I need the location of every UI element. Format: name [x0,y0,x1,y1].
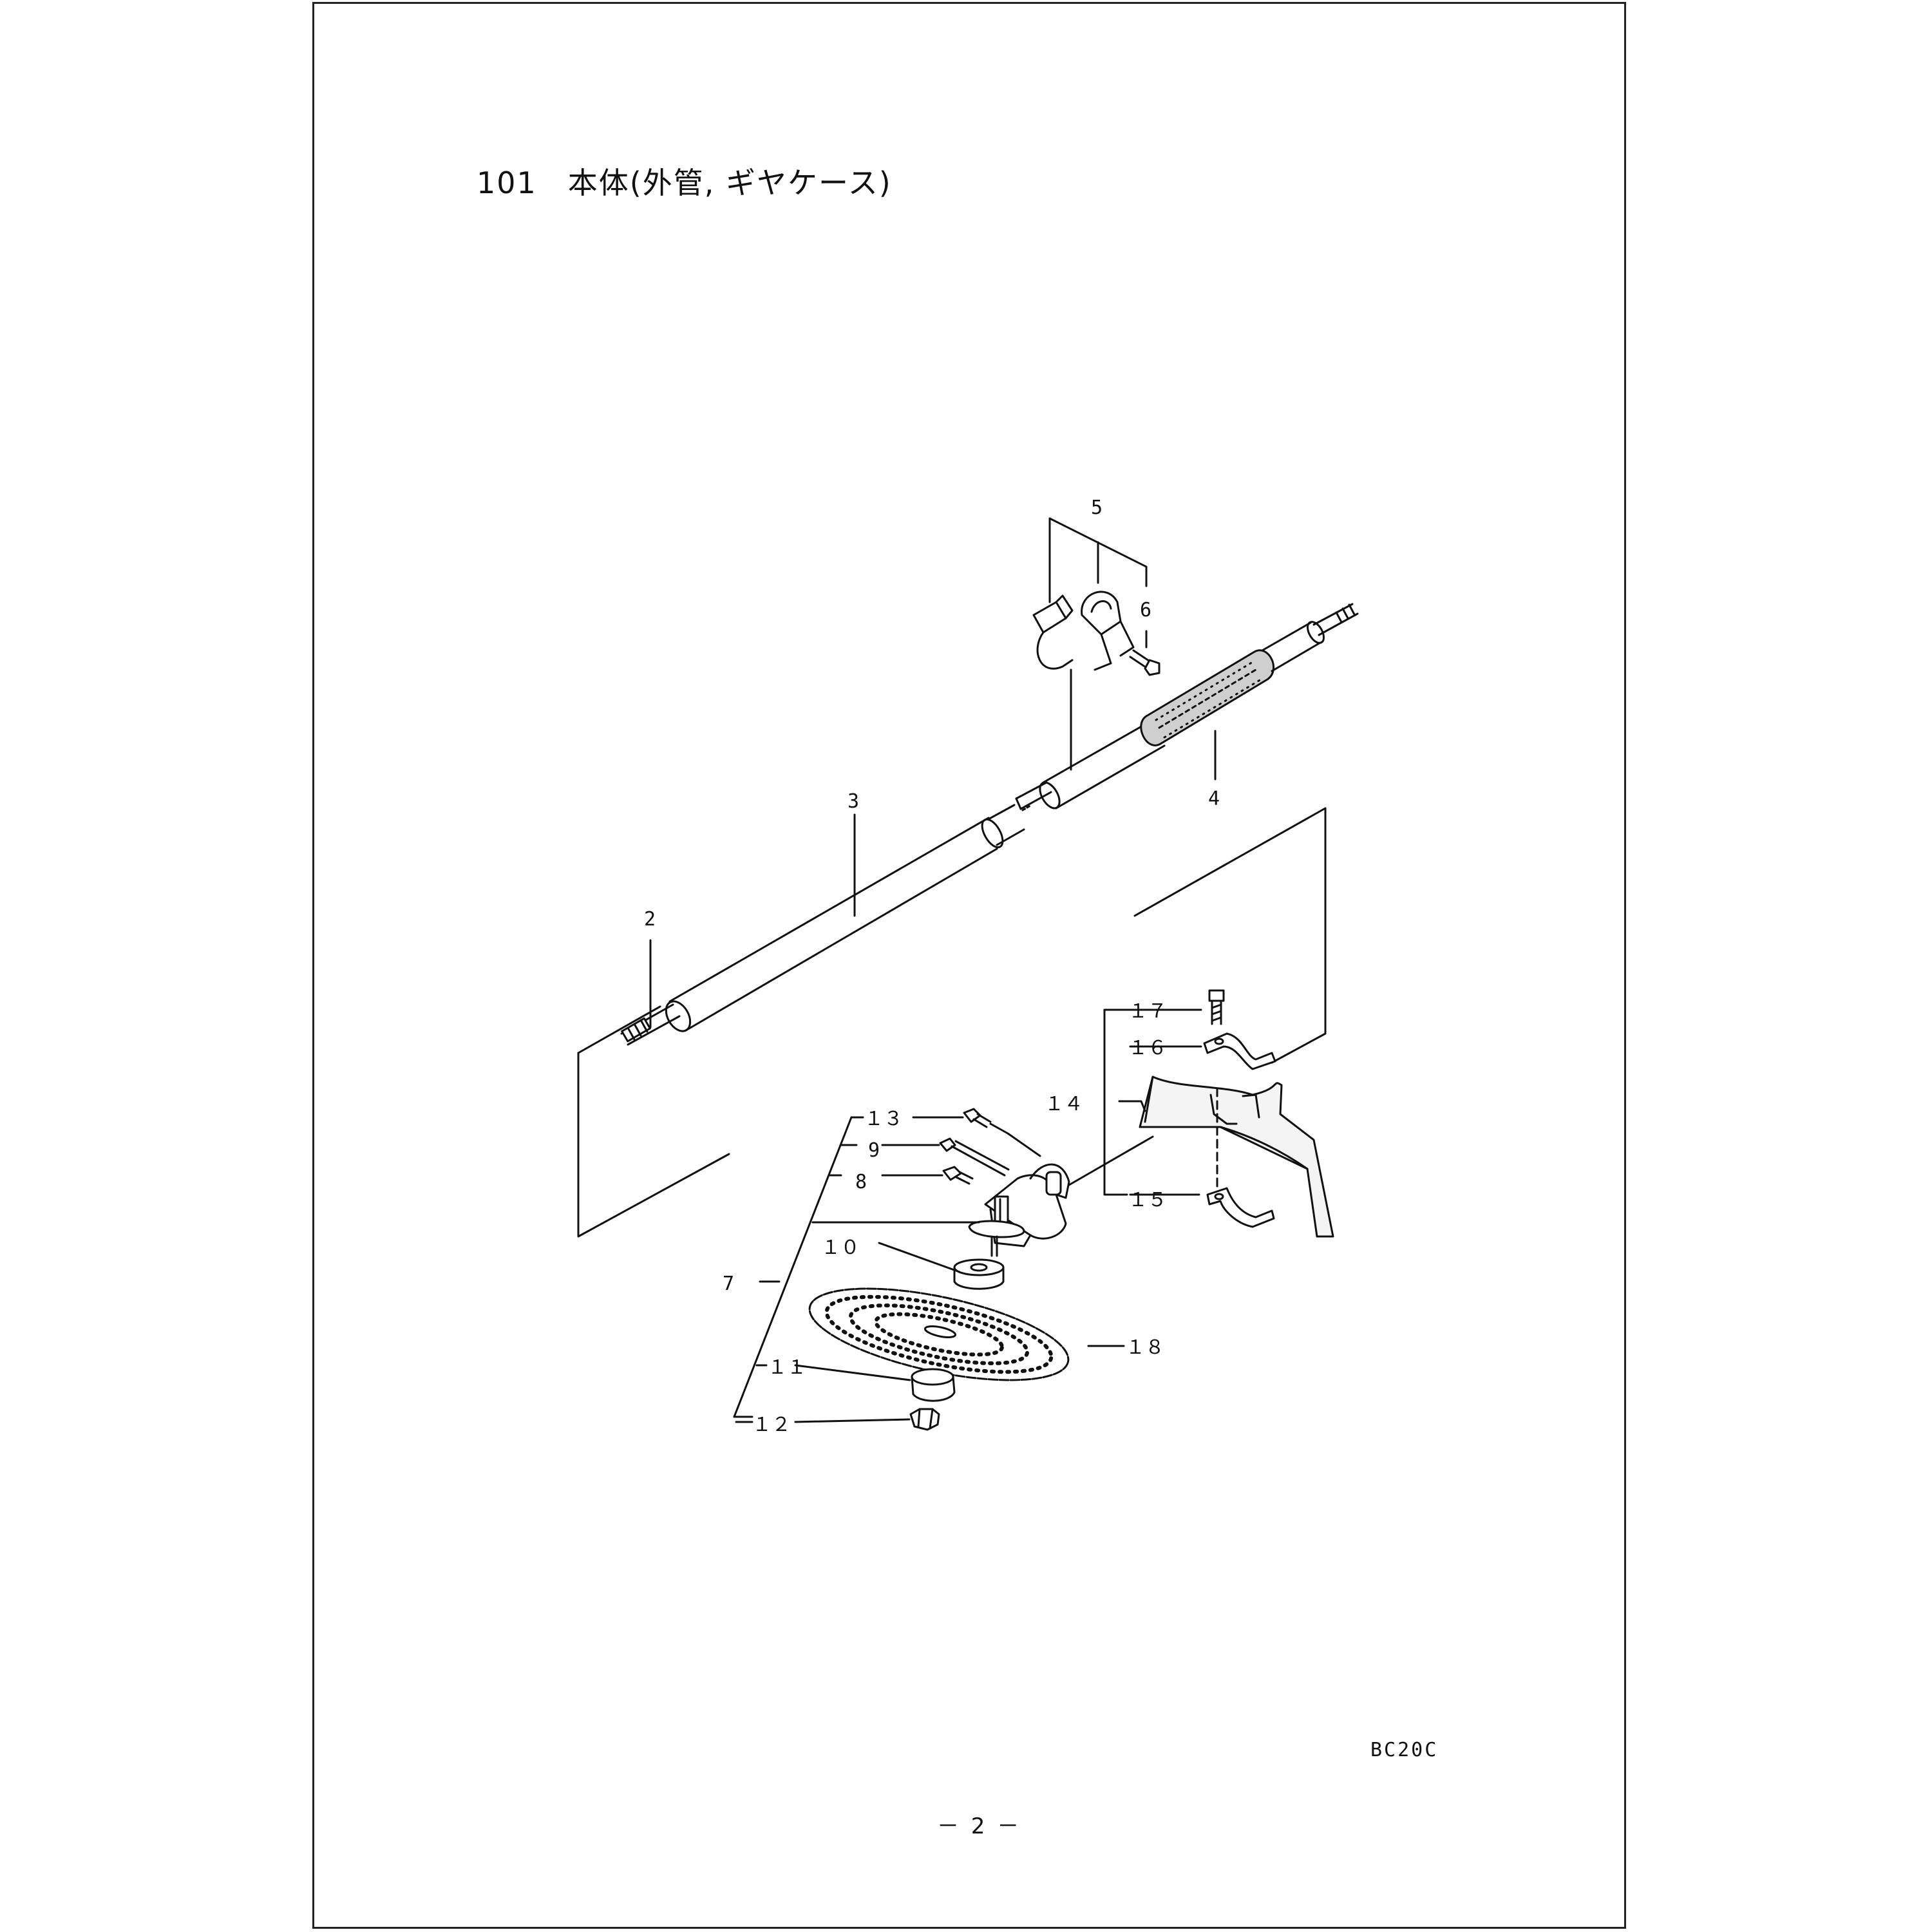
label-part-5: 5 [1091,497,1103,519]
label-part-7: 7 [723,1273,734,1295]
washer-part-10 [953,1258,1005,1290]
label-part-12: １２ [752,1414,791,1436]
label-part-2: 2 [644,908,656,931]
bolt-part-17 [1208,989,1225,1025]
label-part-4: 4 [1208,788,1220,810]
label-part-9: 9 [868,1139,880,1162]
label-part-10: １０ [821,1236,860,1259]
drive-shaft-part-2 [620,1003,681,1046]
blade-guard-part-14 [1139,1075,1334,1238]
grip-part-4 [1140,603,1359,746]
lower-clamp-part-15 [1206,1187,1275,1228]
washer-part-11 [911,1368,956,1402]
gear-case [968,1135,1154,1257]
bolt-part-13 [963,1108,992,1128]
upper-clamp-part-16 [1203,1032,1276,1070]
label-part-8: 8 [855,1171,867,1193]
page-title: 101 本体(外管, ギヤケース) [477,166,892,200]
label-part-18: １８ [1126,1336,1164,1359]
label-part-14: １４ [1045,1093,1083,1115]
label-part-11: １１ [768,1356,806,1379]
label-part-15: １５ [1128,1189,1167,1211]
label-part-17: １７ [1128,1000,1167,1023]
bolt-part-9 [939,1137,1010,1177]
label-part-16: １６ [1128,1037,1167,1059]
bolt-part-8 [942,1166,974,1185]
middle-pipe [1039,719,1166,810]
model-code: BC20C [1370,1739,1439,1761]
part-labels: 2 3 4 5 6 7 8 9 １０ １１ １２ １３ １４ １５ １６ １７ … [644,497,1220,1436]
joint-shaft [1015,781,1052,810]
page-number: － 2 － [937,1814,1022,1839]
label-part-3: 3 [848,790,859,813]
nut-part-12 [909,1408,940,1431]
label-part-13: １３ [864,1108,903,1130]
label-part-6: 6 [1140,599,1151,621]
clamp-part-5 [1032,591,1135,671]
page-frame [312,2,1626,1929]
outer-pipe-part-3 [665,804,1025,1032]
screw-part-6 [1129,649,1160,676]
